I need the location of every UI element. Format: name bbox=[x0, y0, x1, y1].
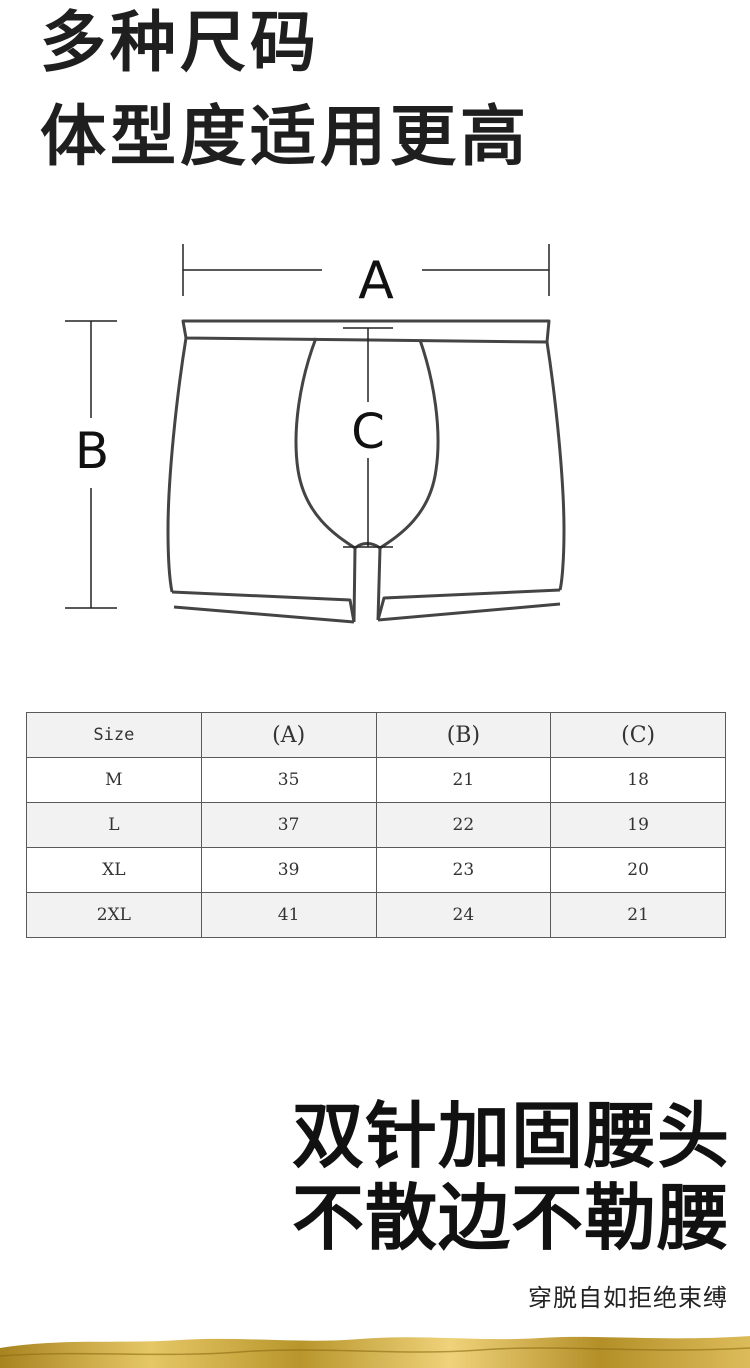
label-c: C bbox=[351, 404, 385, 460]
feature-title-line-1: 双针加固腰头 bbox=[291, 1094, 730, 1178]
table-row: L 37 22 19 bbox=[26, 802, 726, 848]
headline-line-1: 多种尺码 bbox=[40, 4, 320, 81]
gold-fabric-image bbox=[0, 1336, 750, 1368]
cell-a: 35 bbox=[200, 757, 377, 803]
dimension-b bbox=[65, 320, 117, 609]
cell-a: 39 bbox=[200, 847, 377, 893]
cell-c: 20 bbox=[550, 847, 726, 893]
headline-line-2: 体型度适用更高 bbox=[40, 98, 530, 175]
feature-title-line-2: 不散边不勒腰 bbox=[291, 1176, 730, 1260]
cell-b: 23 bbox=[375, 847, 552, 893]
table-header-row: Size (A) (B) (C) bbox=[26, 712, 726, 758]
cell-c: 18 bbox=[550, 757, 726, 803]
cell-b: 24 bbox=[375, 892, 552, 938]
cell-b: 22 bbox=[375, 802, 552, 848]
feature-subtitle: 穿脱自如拒绝束缚 bbox=[528, 1284, 728, 1312]
cell-size: 2XL bbox=[26, 892, 202, 938]
size-diagram: A B C bbox=[65, 244, 566, 624]
cell-a: 41 bbox=[200, 892, 377, 938]
cell-a: 37 bbox=[200, 802, 377, 848]
size-table: Size (A) (B) (C) M 35 21 18 L 37 22 19 X… bbox=[26, 712, 726, 938]
cell-c: 21 bbox=[550, 892, 726, 938]
table-row: M 35 21 18 bbox=[26, 757, 726, 803]
cell-c: 19 bbox=[550, 802, 726, 848]
header-c: (C) bbox=[550, 712, 726, 758]
dimension-c bbox=[343, 327, 393, 548]
header-b: (B) bbox=[375, 712, 552, 758]
underwear-outline bbox=[166, 319, 566, 624]
table-row: XL 39 23 20 bbox=[26, 847, 726, 893]
header-size: Size bbox=[26, 712, 202, 758]
dimension-a bbox=[182, 244, 550, 296]
header-a: (A) bbox=[200, 712, 377, 758]
cell-size: XL bbox=[26, 847, 202, 893]
label-b: B bbox=[75, 422, 109, 480]
cell-size: M bbox=[26, 757, 202, 803]
label-a: A bbox=[358, 251, 394, 311]
table-row: 2XL 41 24 21 bbox=[26, 892, 726, 938]
cell-size: L bbox=[26, 802, 202, 848]
cell-b: 21 bbox=[375, 757, 552, 803]
